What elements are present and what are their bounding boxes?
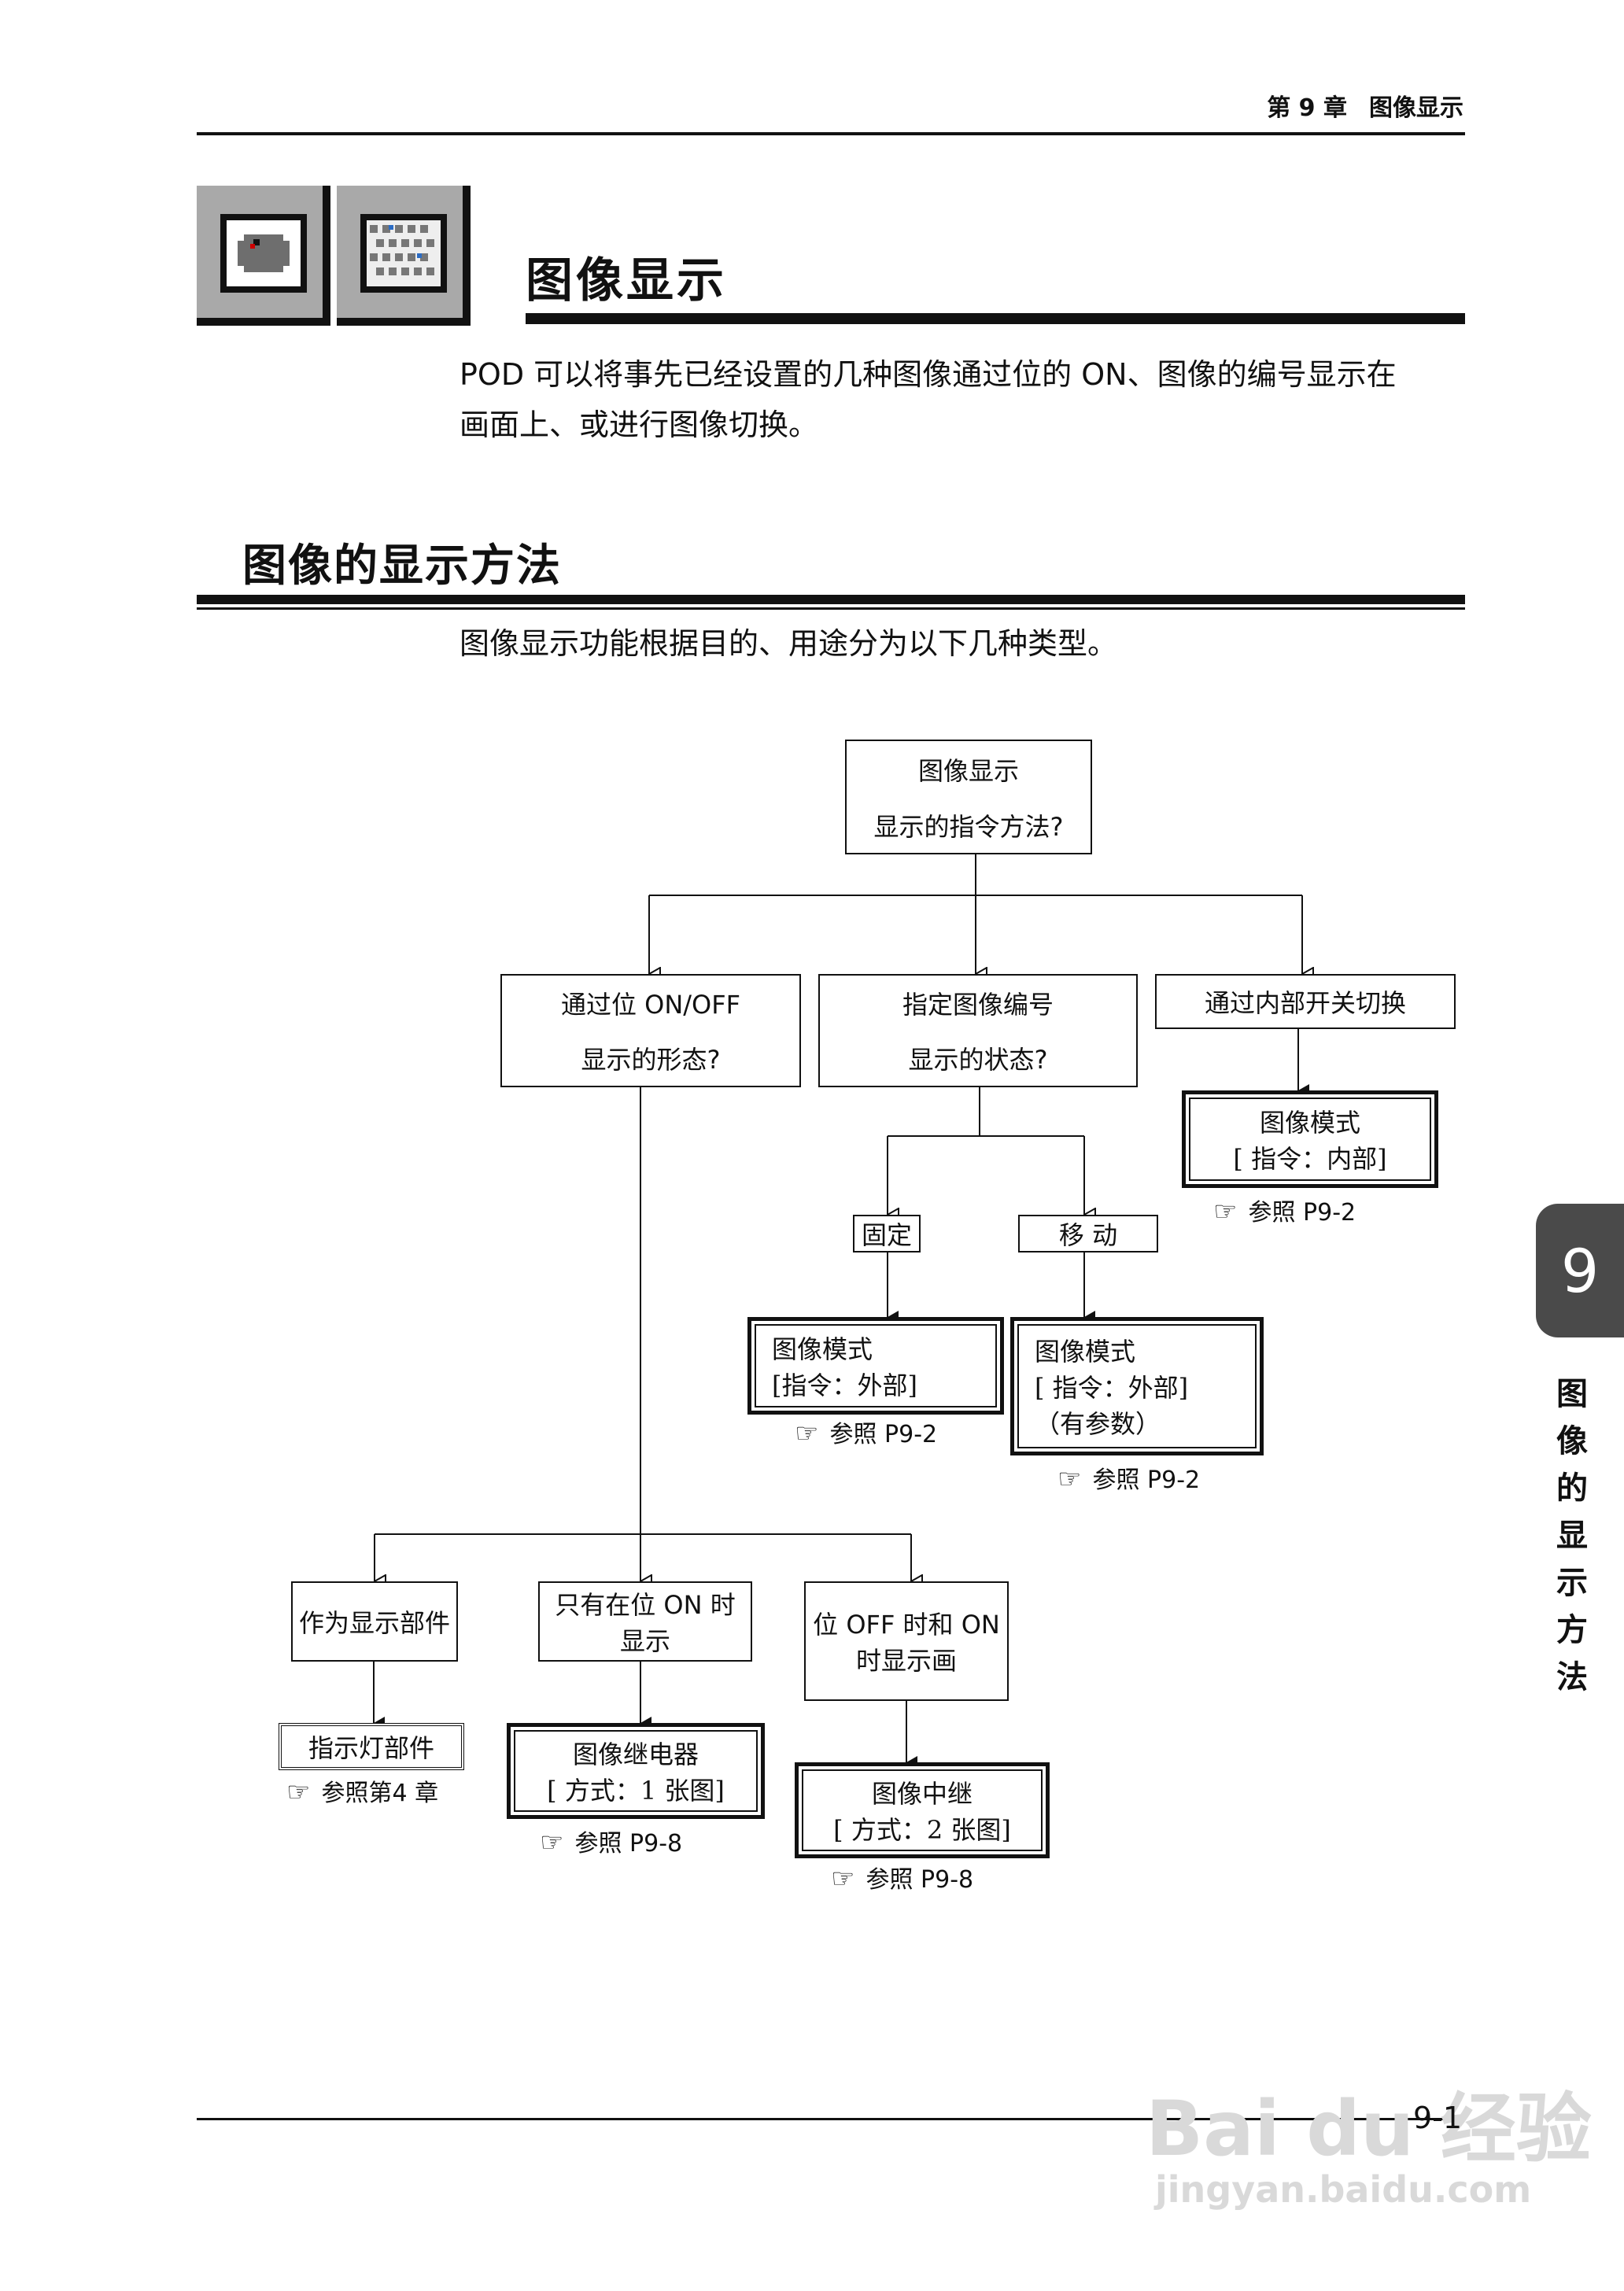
flow-relay: 图像继电器 [ 方式：1 张图] xyxy=(507,1723,765,1819)
footer-rule xyxy=(197,2118,1456,2120)
intro-line-2: 画面上、或进行图像切换。 xyxy=(460,408,819,442)
icon-screen-grid xyxy=(360,214,447,293)
lamp-ref-text: 参照第4 章 xyxy=(321,1780,439,1807)
flow-moving-mode: 图像模式 [ 指令：外部] （有参数） xyxy=(1010,1317,1264,1455)
side-char: 方 xyxy=(1556,1612,1588,1648)
flow-fixed: 固定 xyxy=(853,1215,921,1252)
pointing-hand-icon: ☞ xyxy=(540,1827,564,1858)
flow-part-line1: 作为显示部件 xyxy=(298,1608,450,1638)
chapter-tab: 9 xyxy=(1536,1204,1624,1337)
flow-relay-line2: [ 方式：1 张图] xyxy=(547,1776,725,1806)
flow-root-line2: 显示的指令方法? xyxy=(873,811,1064,842)
image-display-icon xyxy=(197,186,330,326)
pointing-hand-icon: ☞ xyxy=(1213,1196,1238,1227)
relay2-ref-text: 参照 P9-8 xyxy=(866,1866,974,1894)
side-char: 显 xyxy=(1556,1518,1588,1554)
flow-moving-label: 移 动 xyxy=(1058,1220,1118,1250)
flow-relay2-line2: [ 方式：2 张图] xyxy=(833,1815,1011,1845)
side-vertical-title: 图 像 的 显 示 方 法 xyxy=(1548,1371,1596,1701)
flow-off-on-line1: 位 OFF 时和 ON xyxy=(813,1610,1000,1640)
flow-only-on-line2: 显示 xyxy=(619,1626,670,1656)
pointing-hand-icon: ☞ xyxy=(831,1863,855,1894)
side-char: 示 xyxy=(1556,1565,1588,1601)
fixed-ref-text: 参照 P9-2 xyxy=(829,1421,938,1448)
header-rule xyxy=(197,132,1465,135)
flow-part: 作为显示部件 xyxy=(291,1581,458,1662)
pointing-hand-icon: ☞ xyxy=(1057,1463,1082,1495)
page-number: 9-1 xyxy=(1413,2101,1463,2135)
flow-number-line1: 指定图像编号 xyxy=(902,990,1054,1020)
lamp-ref: ☞ 参照第4 章 xyxy=(286,1773,438,1808)
flow-only-on: 只有在位 ON 时 显示 xyxy=(538,1581,752,1662)
flow-root: 图像显示 显示的指令方法? xyxy=(845,740,1092,854)
watermark-logo: Bai du 经验 xyxy=(1146,2085,1592,2173)
header-title: 图像显示 xyxy=(1369,94,1463,122)
relay-ref-text: 参照 P9-8 xyxy=(574,1830,683,1858)
side-char: 像 xyxy=(1556,1423,1588,1459)
side-char: 法 xyxy=(1556,1659,1588,1695)
moving-ref-text: 参照 P9-2 xyxy=(1092,1466,1201,1494)
page-title: 图像显示 xyxy=(526,253,727,308)
flow-number: 指定图像编号 显示的状态? xyxy=(818,974,1138,1087)
image-grid-icon xyxy=(337,186,471,326)
fixed-ref: ☞ 参照 P9-2 xyxy=(795,1415,937,1449)
section-rule-thin xyxy=(197,607,1465,610)
flow-fixed-mode: 图像模式 [指令：外部] xyxy=(747,1317,1004,1415)
flow-root-line1: 图像显示 xyxy=(917,755,1019,786)
internal-ref: ☞ 参照 P9-2 xyxy=(1213,1193,1356,1227)
flow-fixed-mode-line1: 图像模式 xyxy=(772,1334,873,1364)
intro-line-1: POD 可以将事先已经设置的几种图像通过位的 ON、图像的编号显示在 xyxy=(460,357,1397,392)
flow-internal-mode-line1: 图像模式 xyxy=(1259,1108,1360,1138)
side-char: 图 xyxy=(1556,1376,1588,1412)
flow-internal: 通过内部开关切换 xyxy=(1155,974,1456,1029)
section-lead: 图像显示功能根据目的、用途分为以下几种类型。 xyxy=(460,626,1118,661)
flow-moving: 移 动 xyxy=(1018,1215,1158,1252)
grid-icon xyxy=(367,220,441,286)
relay-ref: ☞ 参照 P9-8 xyxy=(540,1824,682,1858)
pointing-hand-icon: ☞ xyxy=(795,1418,819,1449)
flow-off-on: 位 OFF 时和 ON 时显示画 xyxy=(804,1581,1009,1701)
flow-moving-mode-line2: [ 指令：外部] xyxy=(1035,1373,1189,1403)
flow-relay-line1: 图像继电器 xyxy=(572,1739,699,1769)
header-chapter: 第 9 章 xyxy=(1267,94,1347,122)
flow-lamp: 指示灯部件 xyxy=(279,1723,464,1770)
relay2-ref: ☞ 参照 P9-8 xyxy=(831,1860,973,1894)
flow-number-line2: 显示的状态? xyxy=(908,1045,1048,1075)
moving-ref: ☞ 参照 P9-2 xyxy=(1057,1460,1200,1495)
flow-fixed-mode-line2: [指令：外部] xyxy=(772,1371,917,1400)
flow-internal-mode-line2: [ 指令：内部] xyxy=(1233,1144,1387,1174)
running-header: 第 9 章图像显示 xyxy=(1227,88,1463,123)
intro-paragraph: POD 可以将事先已经设置的几种图像通过位的 ON、图像的编号显示在 画面上、或… xyxy=(460,349,1467,450)
flow-bit-line1: 通过位 ON/OFF xyxy=(560,990,741,1020)
title-underline xyxy=(526,313,1465,324)
flow-lamp-label: 指示灯部件 xyxy=(308,1733,434,1763)
flow-internal-line1: 通过内部开关切换 xyxy=(1204,988,1406,1018)
chapter-tab-number: 9 xyxy=(1560,1235,1600,1306)
flow-off-on-line2: 时显示画 xyxy=(855,1646,957,1676)
pointing-hand-icon: ☞ xyxy=(286,1776,311,1808)
flow-fixed-label: 固定 xyxy=(861,1220,912,1250)
flow-relay2: 图像中继 [ 方式：2 张图] xyxy=(795,1762,1050,1858)
internal-ref-text: 参照 P9-2 xyxy=(1248,1199,1356,1227)
flow-bit: 通过位 ON/OFF 显示的形态? xyxy=(500,974,801,1087)
flow-bit-line2: 显示的形态? xyxy=(581,1045,721,1075)
side-char: 的 xyxy=(1556,1470,1588,1507)
flow-internal-mode: 图像模式 [ 指令：内部] xyxy=(1182,1090,1438,1188)
section-heading: 图像的显示方法 xyxy=(242,540,562,592)
section-rule-thick xyxy=(197,595,1465,604)
icon-screen xyxy=(220,214,307,293)
flow-only-on-line1: 只有在位 ON 时 xyxy=(555,1590,736,1620)
flow-moving-mode-line3: （有参数） xyxy=(1035,1409,1161,1439)
flow-moving-mode-line1: 图像模式 xyxy=(1035,1337,1136,1367)
blob-icon xyxy=(231,225,296,282)
watermark-url: jingyan.baidu.com xyxy=(1155,2168,1532,2211)
flow-relay2-line1: 图像中继 xyxy=(871,1779,973,1809)
